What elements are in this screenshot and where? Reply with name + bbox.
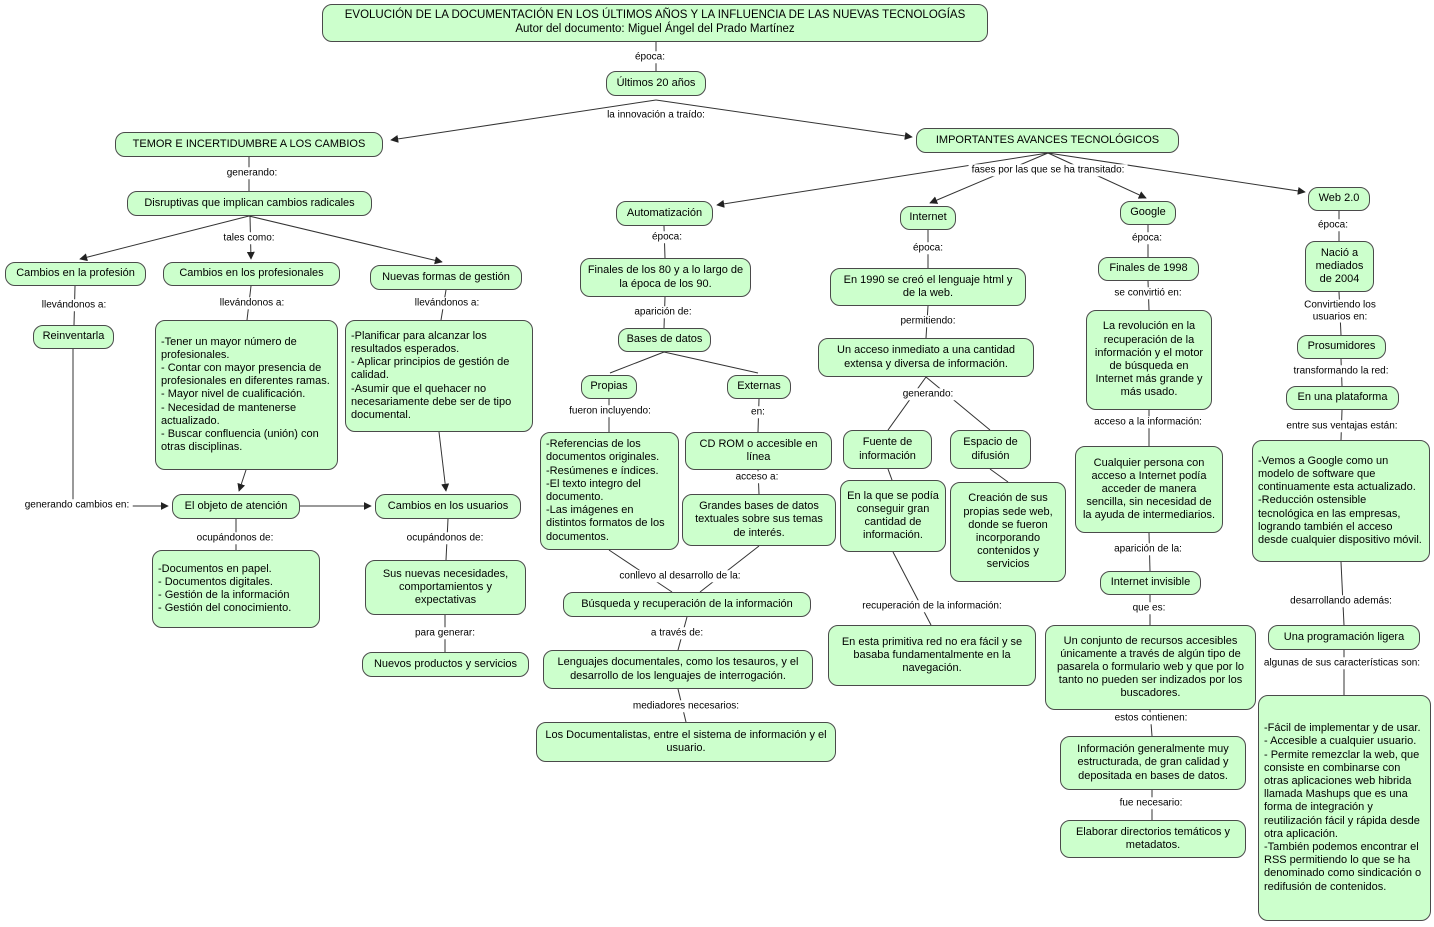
node-title[interactable]: EVOLUCIÓN DE LA DOCUMENTACIÓN EN LOS ÚLT…: [322, 4, 988, 42]
node-cambios-profesion[interactable]: Cambios en la profesión: [5, 262, 146, 286]
link-label-para-generar: para generar:: [411, 627, 479, 639]
node-objeto-atencion[interactable]: El objeto de atención: [172, 494, 300, 519]
link-label-llevandonos-1: llevándonos a:: [38, 299, 110, 311]
link-label-desarrollando: desarrollando además:: [1287, 595, 1395, 607]
node-grandes-bases[interactable]: Grandes bases de datos textuales sobre s…: [682, 494, 836, 546]
node-primitiva-red[interactable]: En esta primitiva red no era fácil y se …: [828, 625, 1036, 686]
node-externas[interactable]: Externas: [727, 375, 791, 399]
node-documentos-papel[interactable]: -Documentos en papel. - Documentos digit…: [152, 550, 320, 628]
link-label-que-es: que es:: [1129, 602, 1169, 614]
link-label-aparicion-de: aparición de:: [631, 306, 695, 318]
link-label-mediadores: mediadores necesarios:: [629, 700, 743, 712]
node-cambios-profesionales[interactable]: Cambios en los profesionales: [163, 262, 340, 286]
node-tener-mayor-numero[interactable]: -Tener un mayor número de profesionales.…: [155, 320, 338, 470]
node-nuevas-formas-gestion[interactable]: Nuevas formas de gestión: [370, 265, 522, 290]
node-ultimos-20-anos[interactable]: Últimos 20 años: [606, 71, 706, 96]
link-label-se-convirtio: se convirtió en:: [1111, 287, 1185, 299]
node-vemos-google[interactable]: -Vemos a Google como un modelo de softwa…: [1252, 440, 1430, 562]
node-finales-80[interactable]: Finales de los 80 y a lo largo de la épo…: [580, 258, 751, 297]
link-label-permitiendo: permitiendo:: [897, 315, 959, 327]
node-espacio-difusion[interactable]: Espacio de difusión: [950, 430, 1031, 469]
node-elaborar-directorios[interactable]: Elaborar directorios temáticos y metadat…: [1060, 820, 1246, 858]
node-nuevos-productos[interactable]: Nuevos productos y servicios: [362, 652, 529, 677]
link-label-acceso-informacion: acceso a la información:: [1091, 416, 1205, 428]
link-label-conllevo: conllevo al desarrollo de la:: [616, 570, 744, 582]
link-label-epoca-web: época:: [1314, 219, 1352, 231]
node-en-una-plataforma[interactable]: En una plataforma: [1286, 386, 1399, 410]
node-bases-datos[interactable]: Bases de datos: [618, 328, 711, 352]
link-label-epoca-internet: época:: [909, 242, 947, 254]
link-label-innovacion: la innovación a traído:: [604, 109, 708, 121]
link-label-acceso-a: acceso a:: [732, 471, 782, 483]
node-nacio-2004[interactable]: Nació a mediados de 2004: [1305, 241, 1374, 292]
link-label-recuperacion: recuperación de la información:: [859, 600, 1005, 612]
link-label-tales-como: tales como:: [220, 232, 278, 244]
link-label-convirtiendo: Convirtiendo los usuarios en:: [1301, 299, 1379, 323]
node-busqueda-recuperacion[interactable]: Búsqueda y recuperación de la informació…: [563, 592, 811, 617]
node-finales-1998[interactable]: Finales de 1998: [1098, 257, 1199, 281]
link-label-ocupandonos-2: ocupándonos de:: [403, 532, 487, 544]
link-label-ventajas: entre sus ventajas están:: [1283, 420, 1401, 432]
node-1990-html[interactable]: En 1990 se creó el lenguaje html y de la…: [830, 268, 1026, 306]
link-label-generando-1: generando:: [223, 167, 281, 179]
node-fuente-informacion[interactable]: Fuente de información: [843, 430, 932, 469]
node-automatizacion[interactable]: Automatización: [616, 201, 713, 226]
node-cambios-usuarios[interactable]: Cambios en los usuarios: [375, 494, 521, 519]
node-avances-tecnologicos[interactable]: IMPORTANTES AVANCES TECNOLÓGICOS: [916, 128, 1179, 153]
link-label-ocupandonos-1: ocupándonos de:: [193, 532, 277, 544]
node-internet[interactable]: Internet: [900, 206, 956, 230]
link-label-aparicion-la: aparición de la:: [1111, 543, 1185, 555]
node-prosumidores[interactable]: Prosumidores: [1297, 335, 1386, 359]
node-cdrom[interactable]: CD ROM o accesible en línea: [685, 432, 832, 470]
node-referencias-documentos[interactable]: -Referencias de los documentos originale…: [540, 432, 679, 550]
node-google[interactable]: Google: [1120, 201, 1176, 225]
node-informacion-estructurada[interactable]: Información generalmente muy estructurad…: [1060, 736, 1246, 790]
link-label-generando-cambios: generando cambios en:: [21, 499, 133, 511]
node-acceso-inmediato[interactable]: Un acceso inmediato a una cantidad exten…: [818, 338, 1034, 377]
node-en-la-que-podia[interactable]: En la que se podía conseguir gran cantid…: [840, 480, 946, 552]
node-nuevas-necesidades[interactable]: Sus nuevas necesidades, comportamientos …: [365, 560, 526, 615]
link-label-llevandonos-2: llevándonos a:: [216, 297, 288, 309]
node-disruptivas[interactable]: Disruptivas que implican cambios radical…: [127, 191, 372, 216]
node-revolucion-recuperacion[interactable]: La revolución en la recuperación de la i…: [1086, 310, 1212, 410]
link-label-generando-2: generando:: [899, 388, 957, 400]
link-label-fueron-incluyendo: fueron incluyendo:: [566, 405, 654, 417]
node-propias[interactable]: Propias: [581, 375, 637, 399]
node-creacion-sedes-web[interactable]: Creación de sus propias sede web, donde …: [950, 482, 1066, 582]
link-label-a-traves: a través de:: [647, 627, 707, 639]
node-cualquier-persona[interactable]: Cualquier persona con acceso a Internet …: [1075, 446, 1223, 533]
node-facil-implementar[interactable]: -Fácil de implementar y de usar. - Acces…: [1258, 695, 1431, 921]
link-label-epoca-google: época:: [1128, 232, 1166, 244]
link-label-fue-necesario: fue necesario:: [1116, 797, 1186, 809]
link-label-llevandonos-3: llevándonos a:: [411, 297, 483, 309]
link-label-epoca-title: época:: [631, 51, 669, 63]
node-programacion-ligera[interactable]: Una programación ligera: [1268, 625, 1420, 650]
node-internet-invisible[interactable]: Internet invisible: [1100, 571, 1201, 595]
node-lenguajes-documentales[interactable]: Lenguajes documentales, como los tesauro…: [543, 650, 813, 689]
link-label-caracteristicas: algunas de sus características son:: [1260, 657, 1424, 669]
node-planificar[interactable]: -Planificar para alcanzar los resultados…: [345, 320, 533, 432]
node-conjunto-recursos[interactable]: Un conjunto de recursos accesibles única…: [1045, 625, 1256, 710]
link-label-en: en:: [748, 406, 768, 418]
link-label-epoca-automatizacion: época:: [648, 231, 686, 243]
link-label-fases: fases por las que se ha transitado:: [968, 164, 1128, 176]
link-label-transformando: transformando la red:: [1290, 365, 1392, 377]
node-temor-incertidumbre[interactable]: TEMOR E INCERTIDUMBRE A LOS CAMBIOS: [115, 132, 383, 157]
node-documentalistas[interactable]: Los Documentalistas, entre el sistema de…: [536, 722, 836, 762]
node-reinventarla[interactable]: Reinventarla: [33, 325, 114, 349]
node-web-20[interactable]: Web 2.0: [1308, 187, 1370, 211]
link-label-estos-contienen: estos contienen:: [1111, 712, 1191, 724]
